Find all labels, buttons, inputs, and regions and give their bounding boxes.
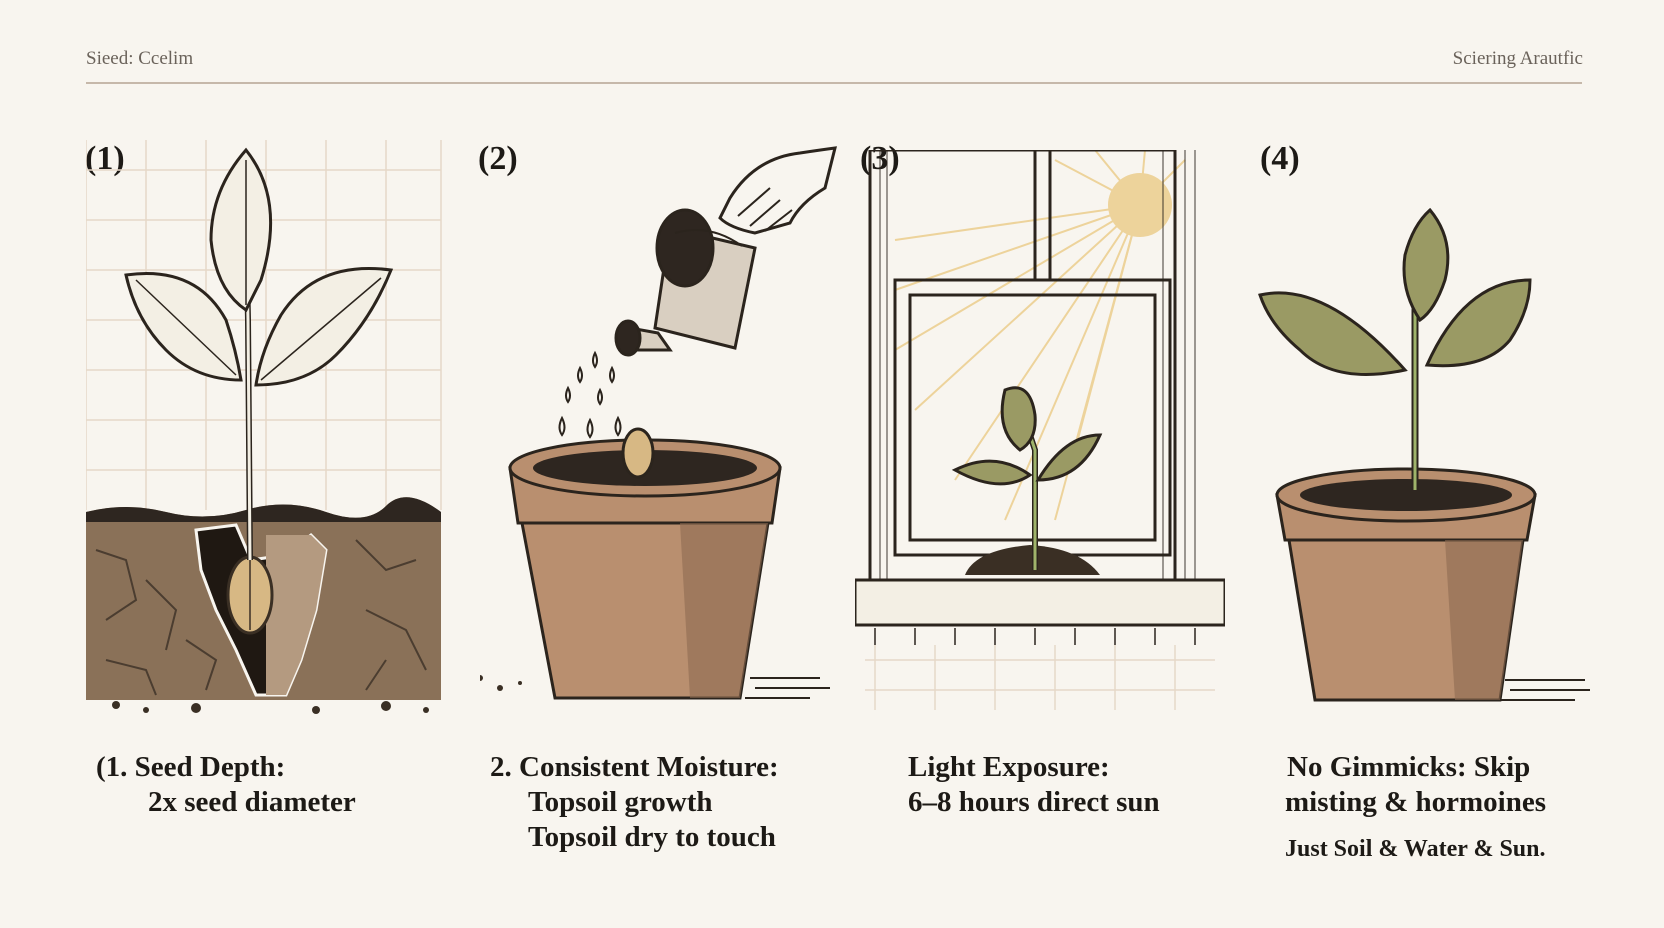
plant-leaves	[1258, 207, 1532, 376]
step-4-caption: No Gimmicks: Skip misting & hormoines Ju…	[1285, 750, 1546, 864]
watering-can-icon	[614, 208, 757, 357]
step-4-note: Just Soil & Water & Sun.	[1285, 836, 1546, 862]
step-4-number: (4)	[1260, 140, 1300, 177]
step-1-caption-line-1: (1. Seed Depth:	[96, 751, 286, 783]
step-1-caption: (1. Seed Depth: 2x seed diameter	[96, 750, 356, 820]
step-1-caption-line-2: 2x seed diameter	[148, 786, 356, 818]
seed-depth-illustration	[86, 140, 442, 714]
step-4-caption-line-2: misting & hormoines	[1285, 786, 1546, 818]
sun-icon	[1108, 173, 1172, 237]
step-2-caption-line-1: 2. Consistent Moisture:	[490, 751, 779, 783]
step-1-number: (1)	[85, 140, 125, 177]
step-3-caption-line-1: Light Exposure:	[908, 751, 1110, 783]
step-2-number: (2)	[478, 140, 518, 177]
no-gimmicks-illustration	[1258, 207, 1590, 702]
seed-icon	[621, 427, 655, 479]
step-2-caption-line-2: Topsoil growth	[528, 786, 713, 818]
seedling-leaves	[951, 386, 1103, 486]
pot-icon	[1275, 467, 1537, 702]
step-3-caption: Light Exposure: 6–8 hours direct sun	[908, 750, 1160, 820]
header-right-label: Sciering Arautfic	[1452, 48, 1583, 69]
leaves	[124, 147, 394, 387]
step-2-caption-line-3: Topsoil dry to touch	[528, 821, 776, 853]
header-divider	[86, 82, 1582, 84]
pot-icon	[508, 438, 782, 700]
light-exposure-illustration	[855, 150, 1225, 710]
hand-icon	[718, 146, 837, 235]
header-left-label: Sieed: Ccelim	[86, 48, 194, 69]
window-sill	[855, 578, 1225, 627]
step-2-caption: 2. Consistent Moisture: Topsoil growth T…	[490, 750, 779, 855]
step-4-caption-line-1: No Gimmicks: Skip	[1287, 751, 1531, 783]
moisture-illustration	[480, 146, 837, 700]
step-3-caption-line-2: 6–8 hours direct sun	[908, 786, 1160, 818]
